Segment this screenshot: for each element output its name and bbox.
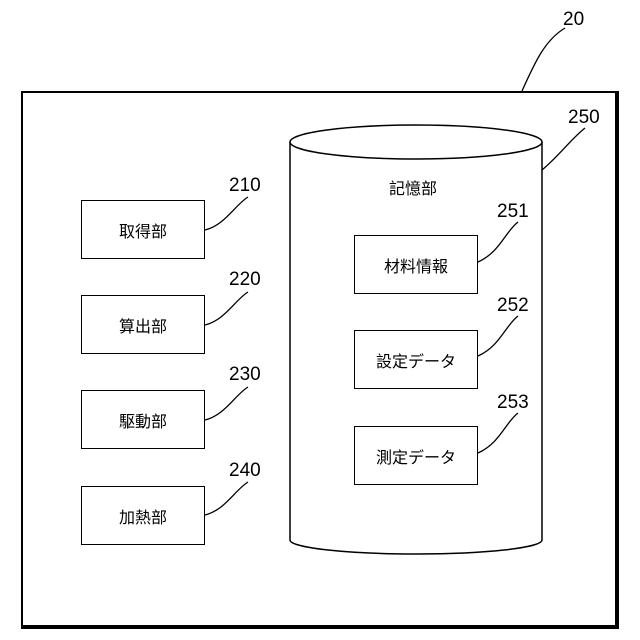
storage-cylinder-top [290, 125, 542, 159]
ref-210: 210 [229, 176, 261, 195]
leader-220 [205, 292, 248, 325]
storage-item-material-info: 材料情報 [354, 235, 478, 294]
ref-230: 230 [229, 365, 261, 384]
leader-230 [205, 387, 248, 420]
ref-20: 20 [563, 10, 584, 29]
storage-label: 記憶部 [389, 175, 437, 199]
ref-250: 250 [568, 108, 600, 127]
leader-250 [542, 128, 585, 170]
ref-240: 240 [229, 461, 261, 480]
ref-251: 251 [497, 202, 529, 221]
leader-210 [205, 197, 248, 230]
storage-item-setting-data: 設定データ [354, 330, 478, 389]
unit-box-calculation: 算出部 [81, 295, 205, 354]
unit-box-drive: 駆動部 [81, 390, 205, 449]
ref-253: 253 [497, 393, 529, 412]
ref-220: 220 [229, 270, 261, 289]
ref-252: 252 [497, 296, 529, 315]
storage-item-measurement-data: 測定データ [354, 426, 478, 485]
leader-240 [205, 482, 248, 515]
leader-20 [522, 28, 565, 91]
unit-box-heating: 加熱部 [81, 486, 205, 545]
unit-box-acquisition: 取得部 [81, 200, 205, 259]
